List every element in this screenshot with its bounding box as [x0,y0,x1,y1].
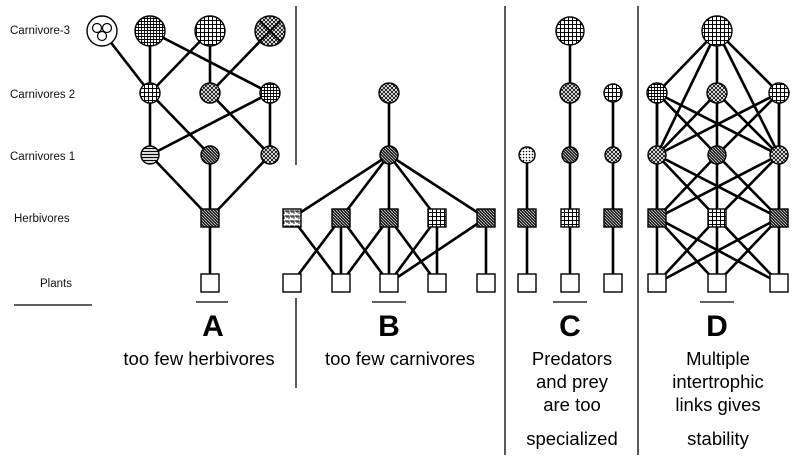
consumer-node-c1a [518,146,536,164]
base-node-cp2 [560,273,580,293]
consumer-node-b2 [378,82,400,104]
link-bh2-bp1 [290,217,343,284]
base-node-bh4 [427,208,447,228]
consumer-node-d1a [647,145,667,165]
consumer-node-c1c [604,146,622,164]
base-node-bh2 [331,208,351,228]
base-node-dh3 [769,208,789,228]
consumer-node-a2b [199,82,221,104]
consumer-node-d1b [707,145,727,165]
base-node-dh1 [647,208,667,228]
caption-d-line-2: intertrophic [672,371,764,392]
base-node-cp3 [603,273,623,293]
level-label-plants: Plants [40,278,72,290]
consumer-node-a2c [259,82,281,104]
link-a1a-ah [149,154,211,219]
link-b1-bh2 [339,154,391,219]
link-dh2-dp1 [656,217,718,284]
link-b1-bh4 [387,154,439,219]
consumer-node-c3 [555,16,585,46]
panel-letter-b: B [378,310,400,343]
link-b1-bh1 [291,153,390,220]
caption-d-line-3: links gives [675,394,760,415]
link-dh3-dp2 [716,217,780,284]
caption-c-line-4: specialized [526,428,618,449]
consumer-node-b1 [379,145,399,165]
link-dh3-dp1 [656,216,780,285]
base-node-ch1 [517,208,537,228]
level-label-carnivores-1: Carnivores 1 [10,151,75,163]
link-a2a-a1b [149,92,211,156]
consumer-node-d1c [769,145,789,165]
base-node-dp2 [707,273,727,293]
base-node-bp5 [476,273,496,293]
level-label-carnivore-3: Carnivore-3 [10,25,70,37]
consumer-node-d2b [706,82,728,104]
panel-letter-c: C [559,310,581,343]
nodes-layer [86,15,790,293]
link-d1b-dh1 [656,154,718,219]
consumer-node-c2a [559,82,581,104]
base-node-bp3 [379,273,399,293]
base-node-ah [200,208,220,228]
consumer-node-d3 [701,15,733,47]
base-node-dp3 [769,273,789,293]
base-node-dh2 [707,208,727,228]
link-d2b-d1a [656,92,718,156]
base-node-ch3 [603,208,623,228]
link-bh5-bp3 [388,216,487,285]
link-bh3-bp2 [339,217,391,284]
link-a2c-a1a [149,91,271,157]
base-node-bh1 [282,208,302,228]
base-node-bp2 [331,273,351,293]
link-a1c-ah [209,154,271,219]
link-a2b-a1c [209,92,271,156]
caption-c-line-1: Predators [532,348,612,369]
caption-c-line-3: are too [543,394,601,415]
link-b1-bh5 [388,153,487,220]
base-node-dp1 [647,273,667,293]
consumer-node-a1a [140,145,160,165]
level-label-herbivores: Herbivores [14,213,70,225]
caption-b: too few carnivores [325,348,475,369]
link-d1c-dh1 [656,153,780,220]
consumer-node-a3b [134,15,166,47]
link-d1c-dh2 [716,154,780,219]
consumer-node-c1b [561,146,579,164]
caption-d-line-1: Multiple [686,348,750,369]
consumer-node-a1c [260,145,280,165]
caption-a: too few herbivores [123,348,274,369]
consumer-node-d2c [768,82,790,104]
base-node-bh3 [379,208,399,228]
consumer-node-a3c [194,15,226,47]
base-node-bh5 [476,208,496,228]
caption-c-line-2: and prey [536,371,609,392]
level-label-carnivores-2: Carnivores 2 [10,89,75,101]
link-d3-d1c [715,30,781,156]
link-d2c-d1b [716,92,780,156]
base-node-cp1 [517,273,537,293]
consumer-node-a2a [139,82,161,104]
base-node-bp4 [427,273,447,293]
consumer-node-c2b [603,83,623,103]
caption-d-line-4: stability [687,428,749,449]
panel-letter-a: A [202,310,224,343]
link-d3-d1a [655,30,719,156]
consumer-node-a3a [86,15,118,47]
link-bh4-bp3 [387,217,439,284]
base-node-ch2 [560,208,580,228]
consumer-node-a1b [200,145,220,165]
consumer-node-d2a [646,82,668,104]
consumer-node-a3d [254,15,286,47]
panel-letter-d: D [706,310,728,343]
link-d2c-d1a [656,91,780,157]
base-node-bp1 [282,273,302,293]
base-node-ap [200,273,220,293]
